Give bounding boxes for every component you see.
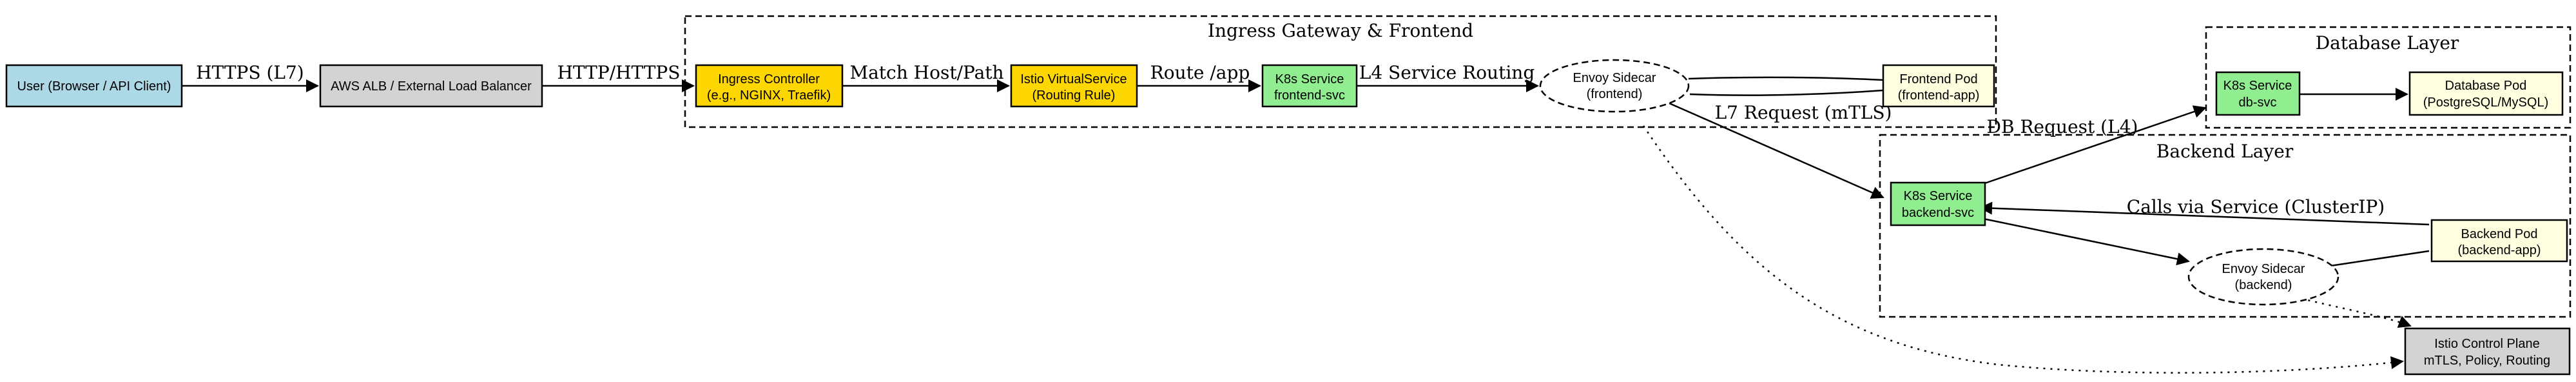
cluster-title-database: Database Layer <box>2316 32 2459 54</box>
edge-label-http-https: HTTP/HTTPS <box>557 62 681 83</box>
node-aws-alb-label: AWS ALB / External Load Balancer <box>331 79 532 94</box>
edge-backend-svc-to-envoy-backend <box>1977 216 2190 266</box>
node-ingress-controller-title: Ingress Controller <box>718 72 820 86</box>
node-db-svc-subtitle: db-svc <box>2239 96 2277 110</box>
node-db-svc: K8s Service db-svc <box>2215 71 2301 116</box>
edge-label-match-host-path: Match Host/Path <box>849 62 1003 83</box>
node-ingress-controller-subtitle: (e.g., NGINX, Traefik) <box>707 88 831 103</box>
edge-label-calls-via-service: Calls via Service (ClusterIP) <box>2127 196 2385 217</box>
node-database-pod-title: Database Pod <box>2445 79 2527 93</box>
node-istio-control-plane-title: Istio Control Plane <box>2434 337 2539 351</box>
node-database-pod: Database Pod (PostgreSQL/MySQL) <box>2408 71 2564 116</box>
edge-label-db-request-l4: DB Request (L4) <box>1987 116 2138 137</box>
edge-alb-to-ingress: HTTP/HTTPS <box>542 62 695 92</box>
edge-envoy-backend-to-control-plane <box>2294 296 2412 328</box>
node-aws-alb-box <box>319 64 543 108</box>
node-envoy-frontend-title: Envoy Sidecar <box>1573 71 1656 85</box>
node-envoy-sidecar-backend: Envoy Sidecar (backend) <box>2187 248 2339 306</box>
node-istio-control-plane-subtitle: mTLS, Policy, Routing <box>2424 354 2550 368</box>
node-backend-pod-box <box>2430 219 2568 263</box>
node-envoy-backend-title: Envoy Sidecar <box>2222 262 2305 276</box>
cluster-ingress-gateway-frontend: Ingress Gateway & Frontend <box>684 15 1997 128</box>
node-aws-alb: AWS ALB / External Load Balancer <box>319 64 543 108</box>
node-envoy-backend-subtitle: (backend) <box>2235 278 2292 292</box>
edge-frontend-svc-to-envoy: L4 Service Routing <box>1357 62 1539 92</box>
node-database-pod-subtitle: (PostgreSQL/MySQL) <box>2423 96 2549 110</box>
node-user-client-box <box>5 64 183 108</box>
node-envoy-frontend-subtitle: (frontend) <box>1587 87 1643 101</box>
cluster-title-backend: Backend Layer <box>2156 141 2294 162</box>
edge-envoy-to-backend-svc: L7 Request (mTLS) <box>1669 102 1892 199</box>
node-frontend-pod: Frontend Pod (frontend-app) <box>1882 64 1995 108</box>
cluster-title-ingress: Ingress Gateway & Frontend <box>1208 20 1473 41</box>
edge-envoy-frontend-to-control-plane <box>1642 125 2404 374</box>
node-backend-svc: K8s Service backend-svc <box>1890 181 1986 226</box>
edge-label-l4-service-routing: L4 Service Routing <box>1359 62 1535 83</box>
node-backend-pod-title: Backend Pod <box>2461 227 2538 241</box>
cluster-backend-layer: Backend Layer <box>1879 134 2571 318</box>
node-frontend-pod-title: Frontend Pod <box>1899 72 1977 86</box>
edge-backend-pod-to-backend-svc: Calls via Service (ClusterIP) <box>1979 196 2430 226</box>
node-backend-svc-title: K8s Service <box>1904 189 1973 203</box>
node-frontend-pod-box <box>1882 64 1995 108</box>
edge-envoy-backend-to-backend-pod <box>2330 250 2430 267</box>
node-ingress-controller: Ingress Controller (e.g., NGINX, Traefik… <box>695 64 844 108</box>
cluster-database-layer: Database Layer <box>2205 26 2571 129</box>
node-istio-virtualservice: Istio VirtualService (Routing Rule) <box>1010 64 1138 108</box>
node-backend-pod-subtitle: (backend-app) <box>2458 243 2541 257</box>
node-user-client-label: User (Browser / API Client) <box>17 79 171 94</box>
edge-backend-svc-to-db-svc: DB Request (L4) <box>1977 105 2207 187</box>
node-ingress-controller-box <box>695 64 844 108</box>
node-db-svc-box <box>2215 71 2301 116</box>
edge-label-l7-request-mtls: L7 Request (mTLS) <box>1715 102 1892 123</box>
node-frontend-svc-subtitle: frontend-svc <box>1274 88 1345 103</box>
node-frontend-pod-subtitle: (frontend-app) <box>1898 88 1980 103</box>
node-istio-virtualservice-subtitle: (Routing Rule) <box>1032 88 1116 103</box>
node-envoy-sidecar-frontend: Envoy Sidecar (frontend) <box>1539 59 1690 113</box>
edge-envoy-frontend-pod <box>1688 76 1884 96</box>
node-istio-virtualservice-box <box>1010 64 1138 108</box>
node-istio-virtualservice-title: Istio VirtualService <box>1020 72 1127 86</box>
edge-user-to-alb: HTTPS (L7) <box>182 62 319 92</box>
node-frontend-svc: K8s Service frontend-svc <box>1261 64 1358 108</box>
node-backend-pod: Backend Pod (backend-app) <box>2430 219 2568 263</box>
node-user-client: User (Browser / API Client) <box>5 64 183 108</box>
node-backend-svc-subtitle: backend-svc <box>1902 206 1974 220</box>
node-db-svc-title: K8s Service <box>2223 79 2292 93</box>
node-backend-svc-box <box>1890 181 1986 226</box>
node-frontend-svc-box <box>1261 64 1358 108</box>
node-frontend-svc-title: K8s Service <box>1275 72 1344 86</box>
node-istio-control-plane: Istio Control Plane mTLS, Policy, Routin… <box>2404 327 2571 376</box>
edge-label-route-app: Route /app <box>1150 62 1250 83</box>
node-istio-control-plane-box <box>2404 327 2571 376</box>
edge-label-https-l7: HTTPS (L7) <box>196 62 304 83</box>
edge-ingress-to-istio-vs: Match Host/Path <box>842 62 1010 92</box>
node-database-pod-box <box>2408 71 2564 116</box>
edge-istio-vs-to-frontend-svc: Route /app <box>1137 62 1261 92</box>
